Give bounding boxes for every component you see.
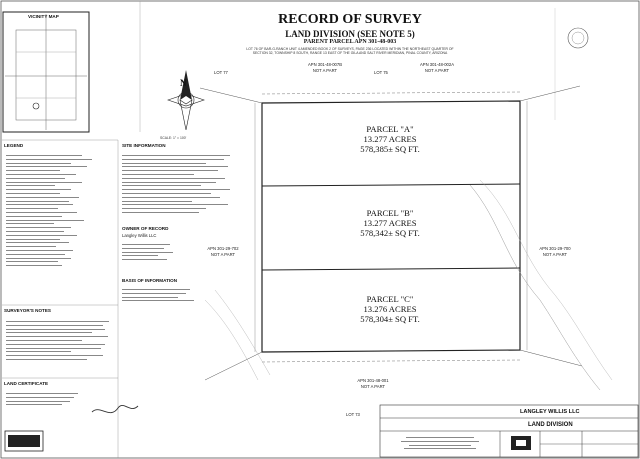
lot-75-label: LOT 75 [374,70,388,75]
apn-bottom-number: APN 301-48-001 [357,378,389,383]
parcel-divider-bc [261,267,521,271]
parcel-b-sqft: 578,342± SQ FT. [360,228,420,238]
seal-icon [567,27,589,49]
legal-description-line-2: SECTION 32, TOWNSHIP 8 SOUTH, RANGE 13 E… [252,51,448,55]
parcel-a-name: PARCEL "A" [366,124,414,134]
apn-right-note: NOT A PART [542,252,568,257]
surveyors-notes-body [6,318,114,363]
north-arrow-icon [167,70,205,131]
site-information-body [122,152,242,216]
firm-info [384,434,496,452]
parcel-b-name: PARCEL "B" [366,208,414,218]
apn-bottom-note: NOT A PART [360,384,386,389]
parcel-c-acres: 13.276 ACRES [363,304,417,314]
project-name: LAND DIVISION [528,422,573,428]
surveyor-logo [4,430,44,452]
parcel-a-label: PARCEL "A" 13.277 ACRES 578,385± SQ FT. [330,124,450,154]
legal-description-line-1: LOT 76 OF BAR-G-RANCH UNIT 4 AMENDED BOO… [246,47,454,51]
vicinity-map-frame [2,11,90,133]
certificate-title: LAND CERTIFICATE [4,381,49,386]
legend-entries [6,152,114,269]
firm-logo [511,436,531,450]
survey-title: RECORD OF SURVEY [278,12,422,27]
parcel-a-sqft: 578,385± SQ FT. [360,144,420,154]
scale-note: SCALE: 1" = 100' [160,136,187,140]
parent-parcel: PARENT PARCEL APN 301-48-003 [303,39,397,45]
north-letter: N [180,78,187,88]
site-information-title: SITE INFORMATION [122,143,166,148]
apn-right-number: APN 301-29-700 [539,246,571,251]
apn-top-right-number: APN 301-48-002A [420,62,454,67]
surveyors-notes-title: SURVEYOR'S NOTES [4,308,51,313]
apn-left-number: APN 301-29-702 [207,246,239,251]
apn-top-left-note: NOT A PART [312,68,338,73]
certificate-body [6,390,86,408]
parcel-c-name: PARCEL "C" [366,294,414,304]
parcel-a-acres: 13.277 ACRES [363,134,417,144]
apn-top-left-number: APN 301-48-007B [308,62,342,67]
owner-address [122,241,182,263]
lot-77-label: LOT 77 [214,70,228,75]
apn-left-note: NOT A PART [210,252,236,257]
parcel-c-label: PARCEL "C" 13.276 ACRES 578,304± SQ FT. [330,294,450,324]
parcel-b-label: PARCEL "B" 13.277 ACRES 578,342± SQ FT. [330,208,450,238]
site-marker-icon [32,102,40,110]
parcel-b-acres: 13.277 ACRES [363,218,417,228]
lot-73-label: LOT 73 [346,412,360,417]
client-name: LANGLEY WILLIS LLC [520,409,580,415]
basis-of-information-body [122,286,202,304]
owner-name: Langley Willis LLC [122,233,157,238]
survey-subtitle: LAND DIVISION (SEE NOTE 5) [285,29,415,39]
surveyor-signature [91,404,139,414]
owner-of-record-title: OWNER OF RECORD [122,226,169,231]
parcel-divider-ab [261,183,521,187]
vicinity-map-title: VICINITY MAP [28,14,59,19]
legend-title: LEGEND [4,143,24,148]
basis-of-information-title: BASIS OF INFORMATION [122,278,178,283]
parcel-c-sqft: 578,304± SQ FT. [360,314,420,324]
apn-top-right-note: NOT A PART [424,68,450,73]
